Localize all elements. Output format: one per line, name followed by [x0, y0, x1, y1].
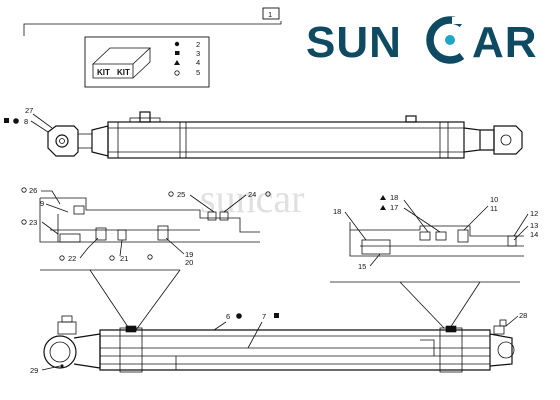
triangle-icon: [380, 195, 386, 200]
callout-8: 8: [24, 117, 28, 126]
callout-19: 19: [185, 250, 193, 259]
kit-square-icon: [175, 51, 180, 55]
brand-c-mark: [426, 16, 468, 64]
assembly-bracket: 1: [23, 7, 282, 36]
assembly-label: 1: [268, 10, 272, 19]
dot-icon: [236, 313, 242, 319]
kit-legend-3: 3: [196, 49, 200, 58]
callout-24: 24: [248, 190, 256, 199]
callout-28: 28: [519, 311, 527, 320]
square-icon: [274, 313, 279, 318]
callout-21: 21: [120, 254, 128, 263]
callout-12: 12: [530, 209, 538, 218]
square-icon: [4, 118, 9, 123]
seal-kit-box: KIT KIT 2 3 4 5: [84, 36, 210, 88]
bolt-marker: [60, 364, 64, 368]
callout-10: 10: [490, 195, 498, 204]
circle-icon: [109, 255, 115, 261]
kit-legend-5: 5: [196, 68, 200, 77]
circle-icon: [147, 254, 153, 260]
brand-text-left: SUN: [306, 18, 402, 67]
callout-9: 9: [40, 199, 44, 208]
callout-20: 20: [185, 258, 193, 267]
callout-18-upper: 18: [390, 193, 398, 202]
detail-right-inset: 18 17 18 15 10 11 12 13 14: [333, 193, 538, 271]
callout-23: 23: [29, 218, 37, 227]
circle-icon: [168, 191, 174, 197]
kit-legend-2: 2: [196, 40, 200, 49]
callout-7: 7: [262, 312, 266, 321]
cylinder-top-view: [47, 111, 523, 159]
circle-icon: [21, 187, 27, 193]
callout-29: 29: [30, 366, 38, 375]
brand-logo: SUN AR: [306, 16, 538, 67]
callout-14: 14: [530, 230, 538, 239]
callout-27: 27: [25, 106, 33, 115]
callout-26: 26: [29, 186, 37, 195]
callout-11: 11: [490, 204, 498, 213]
callout-6: 6: [226, 312, 230, 321]
callout-18-lower: 18: [333, 207, 341, 216]
dot-icon: [13, 118, 19, 124]
callout-13: 13: [530, 221, 538, 230]
circle-icon: [59, 255, 65, 261]
callout-22: 22: [68, 254, 76, 263]
callout-25: 25: [177, 190, 185, 199]
kit-dot-icon: [174, 41, 180, 47]
circle-icon: [21, 219, 27, 225]
triangle-icon: [380, 205, 386, 210]
brand-text-right: AR: [472, 18, 538, 67]
cylinder-section-view: [43, 315, 515, 373]
callout-15: 15: [358, 262, 366, 271]
kit-label-right: KIT: [117, 68, 130, 77]
kit-triangle-icon: [174, 60, 180, 65]
kit-legend-4: 4: [196, 58, 200, 67]
kit-circle-icon: [174, 70, 180, 76]
callout-17: 17: [390, 203, 398, 212]
circle-icon: [265, 191, 271, 197]
detail-left-inset: 26 9 23 22 21 19 20 25 24: [21, 186, 271, 267]
kit-label-left: KIT: [97, 68, 110, 77]
watermark-text: suncar: [200, 176, 304, 221]
